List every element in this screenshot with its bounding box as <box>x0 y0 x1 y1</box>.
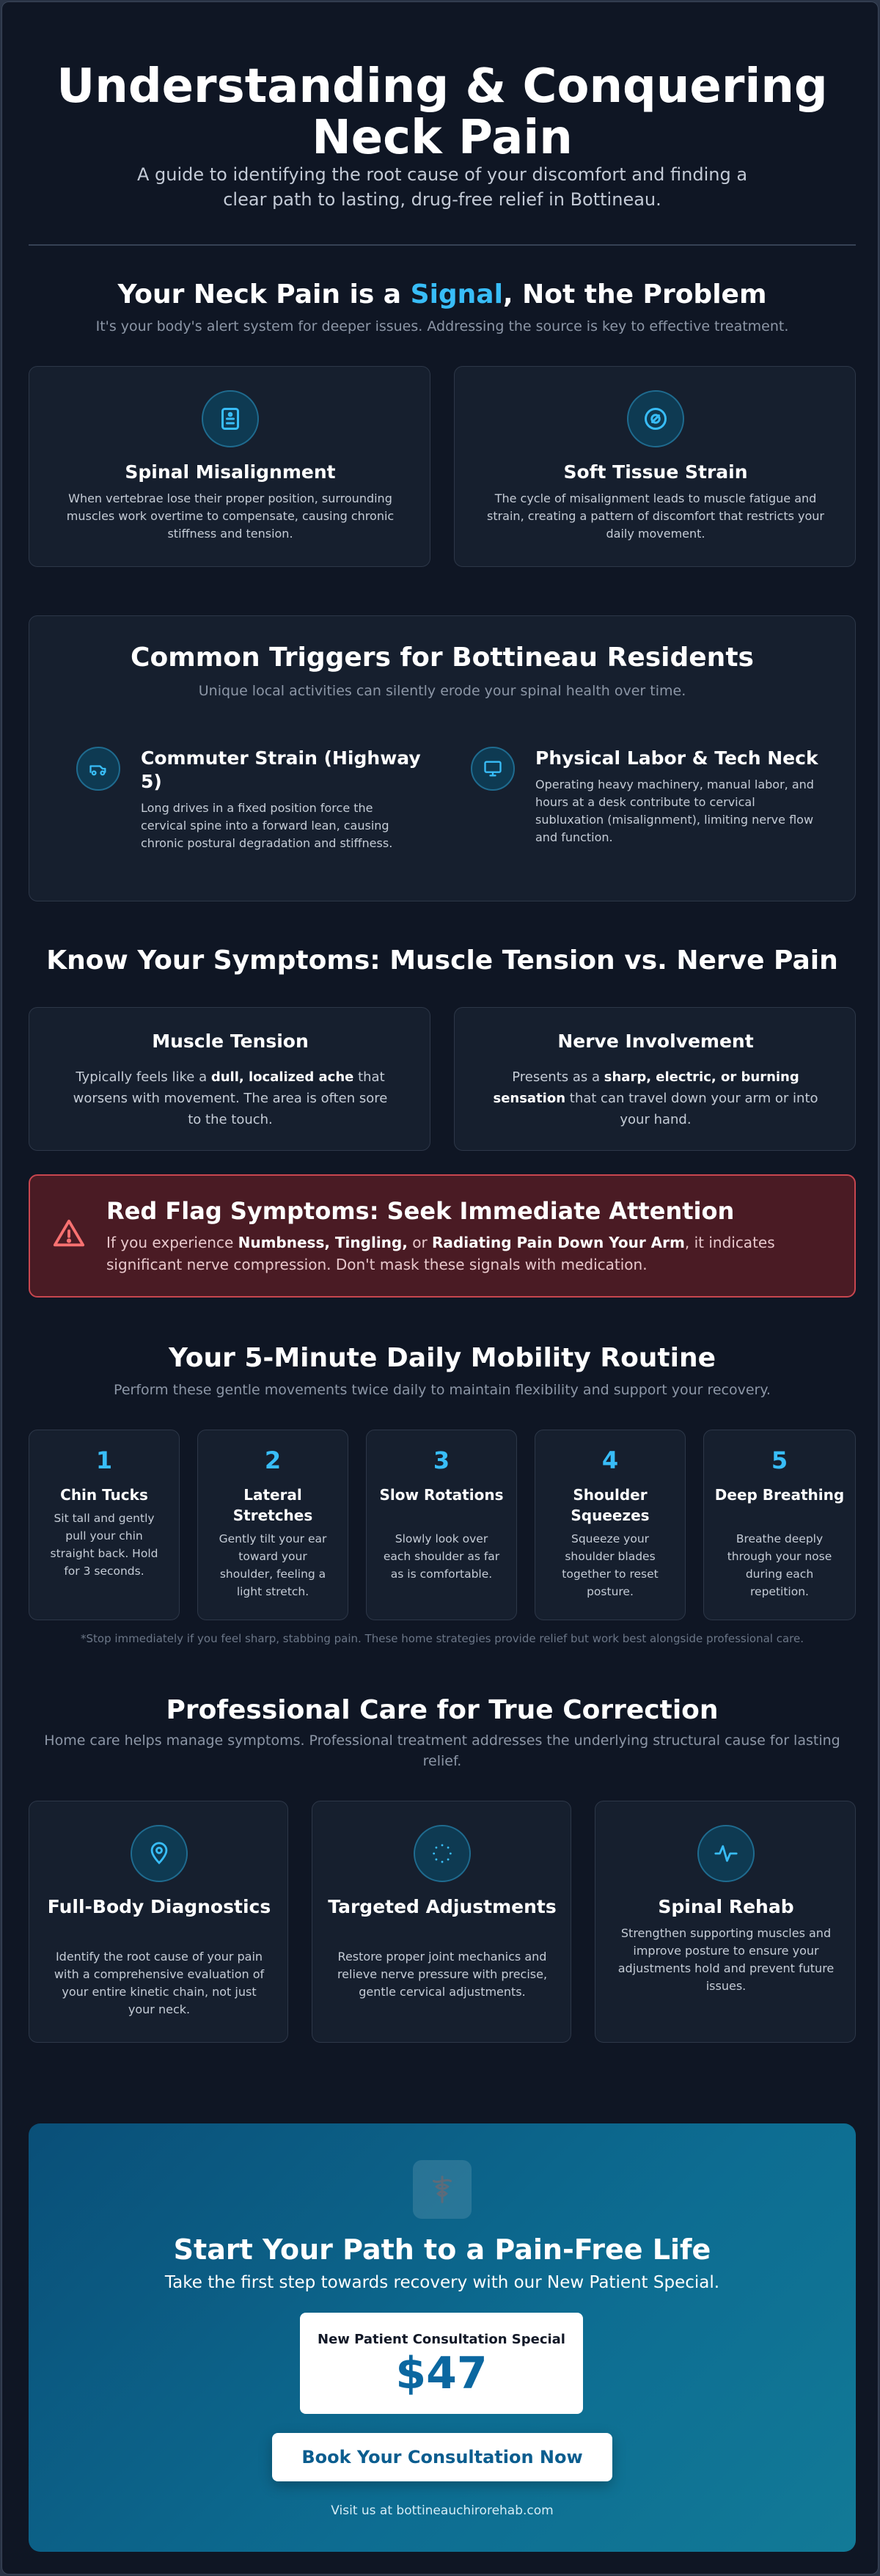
step-text: Squeeze your shoulder blades together to… <box>562 1532 659 1598</box>
page-title: Understanding & Conquering Neck Pain <box>29 61 856 164</box>
page-title-line-2: Neck Pain <box>312 111 573 165</box>
symptom-text-end: that worsens with movement. The area is … <box>73 1069 388 1127</box>
warning-triangle-icon <box>52 1217 86 1251</box>
red-flag-text-part: , it indicates significant nerve compres… <box>106 1234 775 1273</box>
step-number: 1 <box>95 1446 113 1474</box>
care-card-text: Restore proper joint mechanics and relie… <box>337 1950 548 1999</box>
price-label: New Patient Consultation Special <box>318 2332 565 2347</box>
trigger-text: Long drives in a fixed position force th… <box>141 801 393 850</box>
car-icon <box>76 747 120 791</box>
card-text: When vertebrae lose their proper positio… <box>66 491 395 541</box>
card-text: The cycle of misalignment leads to muscl… <box>486 491 824 541</box>
red-flag-text-part: If you experience <box>106 1234 238 1251</box>
symptom-text-bold: sharp, electric, or burning sensation <box>493 1069 799 1106</box>
location-pin-icon <box>131 1825 188 1882</box>
step-number: 3 <box>433 1446 450 1474</box>
symptom-title: Nerve Involvement <box>557 1031 754 1052</box>
symptom-card-muscle-tension: Muscle Tension Typically feels like a du… <box>29 1007 430 1151</box>
routine-step: 4 Shoulder Squeezes Squeeze your shoulde… <box>535 1430 686 1620</box>
routine-step: 2 Lateral Stretches Gently tilt your ear… <box>197 1430 348 1620</box>
symptoms-title: Know Your Symptoms: Muscle Tension vs. N… <box>46 945 838 976</box>
routine-step: 1 Chin Tucks Sit tall and gently pull yo… <box>29 1430 180 1620</box>
dotted-circle-icon <box>414 1825 471 1882</box>
page-subtitle: A guide to identifying the root cause of… <box>136 164 748 210</box>
page-title-line-1: Understanding & Conquering <box>56 59 828 114</box>
step-title: Shoulder Squeezes <box>571 1486 650 1524</box>
signal-card-soft-tissue-strain: Soft Tissue Strain The cycle of misalign… <box>454 366 856 567</box>
care-card-adjustments: Targeted Adjustments Restore proper join… <box>312 1801 571 2043</box>
triggers-subtitle: Unique local activities can silently ero… <box>198 683 686 699</box>
red-flag-text: If you experience Numbness, Tingling, or… <box>106 1232 825 1276</box>
card-title: Spinal Misalignment <box>125 461 336 483</box>
routine-note: *Stop immediately if you feel sharp, sta… <box>81 1632 804 1645</box>
caduceus-icon <box>413 2160 472 2219</box>
monitor-icon <box>471 747 515 791</box>
care-card-title: Targeted Adjustments <box>328 1896 557 1917</box>
step-text: Breathe deeply through your nose during … <box>727 1532 832 1598</box>
cta-title: Start Your Path to a Pain-Free Life <box>173 2233 711 2266</box>
symptom-text: Presents as a sharp, electric, or burnin… <box>493 1066 818 1130</box>
website-link[interactable]: Visit us at bottineauchirorehab.com <box>331 2503 554 2518</box>
symptom-text-start: Presents as a <box>512 1069 604 1085</box>
price-value: $47 <box>395 2348 488 2399</box>
step-title: Deep Breathing <box>714 1486 845 1504</box>
cta-subtitle: Take the first step towards recovery wit… <box>164 2273 720 2292</box>
step-text: Slowly look over each shoulder as far as… <box>383 1532 500 1581</box>
symptom-text-start: Typically feels like a <box>76 1069 211 1085</box>
signal-title-accent: Signal <box>410 279 503 310</box>
symptom-text-bold: dull, localized ache <box>210 1069 354 1085</box>
step-title: Lateral Stretches <box>232 1486 313 1524</box>
cta-section: Start Your Path to a Pain-Free Life Take… <box>29 2123 856 2552</box>
spine-icon <box>202 390 259 447</box>
step-number: 5 <box>771 1446 788 1474</box>
symptom-card-nerve-involvement: Nerve Involvement Presents as a sharp, e… <box>454 1007 856 1151</box>
care-card-text: Strengthen supporting muscles and improv… <box>617 1926 835 1993</box>
muscle-icon <box>627 390 684 447</box>
care-card-spinal-rehab: Spinal Rehab Strengthen supporting muscl… <box>595 1801 856 2043</box>
pulse-icon <box>697 1825 755 1882</box>
care-subtitle: Home care helps manage symptoms. Profess… <box>44 1732 840 1769</box>
red-flag-title: Red Flag Symptoms: Seek Immediate Attent… <box>106 1197 735 1225</box>
routine-title: Your 5-Minute Daily Mobility Routine <box>168 1343 716 1373</box>
price-box: New Patient Consultation Special $47 <box>300 2313 583 2414</box>
red-flag-text-bold: Numbness, Tingling, <box>238 1234 408 1251</box>
signal-title-start: Your Neck Pain is a <box>117 279 411 310</box>
book-consultation-button[interactable]: Book Your Consultation Now <box>272 2433 612 2481</box>
care-title: Professional Care for True Correction <box>166 1695 719 1725</box>
step-number: 2 <box>264 1446 282 1474</box>
card-title: Soft Tissue Strain <box>563 461 748 483</box>
step-title: Chin Tucks <box>60 1486 148 1504</box>
red-flag-text-bold: Radiating Pain Down Your Arm <box>432 1234 685 1251</box>
care-card-title: Spinal Rehab <box>658 1896 794 1917</box>
signal-subtitle: It's your body's alert system for deeper… <box>95 318 789 334</box>
trigger-title: Physical Labor & Tech Neck <box>535 747 818 769</box>
red-flag-text-part: or <box>407 1234 433 1251</box>
step-title: Slow Rotations <box>379 1486 504 1504</box>
step-text: Gently tilt your ear toward your shoulde… <box>219 1532 327 1598</box>
signal-title-end: , Not the Problem <box>502 279 767 310</box>
trigger-text: Operating heavy machinery, manual labor,… <box>535 777 814 844</box>
care-card-title: Full-Body Diagnostics <box>47 1896 271 1917</box>
signal-card-spinal-misalignment: Spinal Misalignment When vertebrae lose … <box>29 366 430 567</box>
care-card-diagnostics: Full-Body Diagnostics Identify the root … <box>29 1801 288 2043</box>
signal-title: Your Neck Pain is a Signal, Not the Prob… <box>29 278 856 312</box>
trigger-title: Commuter Strain (Highway 5) <box>141 747 421 792</box>
red-flag-alert: Red Flag Symptoms: Seek Immediate Attent… <box>29 1174 856 1298</box>
symptom-title: Muscle Tension <box>152 1031 309 1052</box>
triggers-section: Common Triggers for Bottineau Residents … <box>29 615 856 901</box>
header-divider <box>29 244 856 246</box>
symptom-text: Typically feels like a dull, localized a… <box>67 1066 393 1130</box>
routine-subtitle: Perform these gentle movements twice dai… <box>114 1382 771 1398</box>
step-text: Sit tall and gently pull your chin strai… <box>50 1512 158 1578</box>
symptom-text-end: that can travel down your arm or into yo… <box>565 1091 818 1127</box>
care-card-text: Identify the root cause of your pain wit… <box>54 1950 265 2016</box>
routine-step: 3 Slow Rotations Slowly look over each s… <box>366 1430 517 1620</box>
triggers-title: Common Triggers for Bottineau Residents <box>131 643 754 673</box>
routine-step: 5 Deep Breathing Breathe deeply through … <box>703 1430 856 1620</box>
step-number: 4 <box>601 1446 619 1474</box>
